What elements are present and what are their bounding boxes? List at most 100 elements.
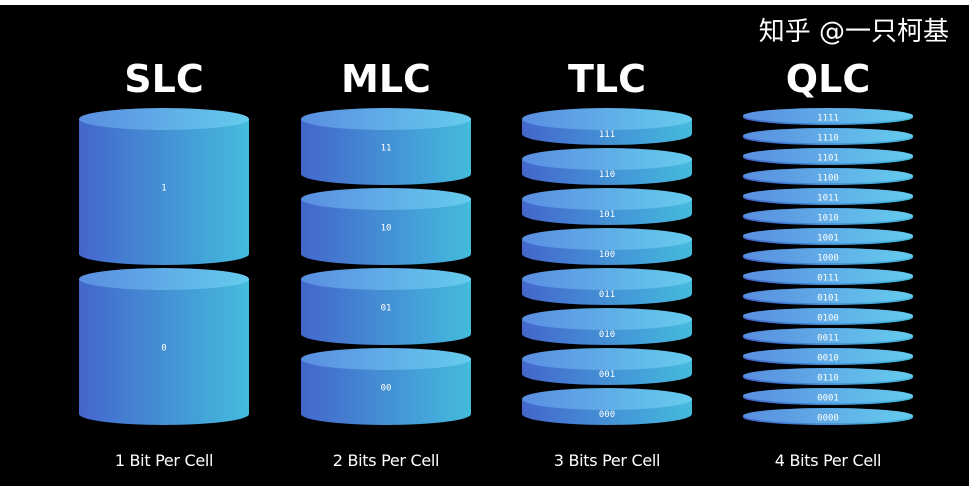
cell-state-label: 1 bbox=[161, 184, 166, 194]
cell-top bbox=[743, 348, 913, 364]
cell: 0 bbox=[79, 268, 249, 425]
cell: 0000 bbox=[743, 408, 913, 425]
cell-bottom bbox=[79, 243, 249, 265]
cell-state-label: 1110 bbox=[817, 133, 839, 143]
cell-state-label: 1001 bbox=[817, 233, 839, 243]
cell-state-label: 1100 bbox=[817, 173, 839, 183]
cell-top bbox=[743, 228, 913, 244]
cell-top bbox=[743, 408, 913, 424]
cell-state-label: 0010 bbox=[817, 353, 839, 363]
cell-state-label: 01 bbox=[381, 304, 392, 314]
watermark: 知乎 @一只柯基 bbox=[758, 17, 949, 47]
cell-bottom bbox=[301, 243, 471, 265]
cell-bottom bbox=[301, 323, 471, 345]
cell: 1011 bbox=[743, 188, 913, 206]
cell: 0100 bbox=[743, 308, 913, 325]
cell-bottom bbox=[301, 403, 471, 425]
cell: 001 bbox=[522, 348, 692, 385]
cell-bottom bbox=[79, 403, 249, 425]
cell-stacks: 0100011011000001010011100101110111000000… bbox=[79, 108, 913, 425]
caption-qlc: 4 Bits Per Cell bbox=[774, 451, 882, 470]
cell-top bbox=[522, 388, 692, 410]
cell-state-label: 0000 bbox=[817, 413, 839, 423]
cell-state-label: 1011 bbox=[817, 193, 839, 203]
cell-top bbox=[743, 368, 913, 384]
cell: 1 bbox=[79, 108, 249, 265]
cell-state-label: 000 bbox=[599, 410, 615, 420]
cell-top bbox=[743, 248, 913, 264]
caption-tlc: 3 Bits Per Cell bbox=[553, 451, 661, 470]
cell-top bbox=[522, 268, 692, 290]
cell-state-label: 001 bbox=[599, 370, 615, 380]
cell-state-label: 0111 bbox=[817, 273, 839, 283]
cell: 0101 bbox=[743, 288, 913, 305]
cell-top bbox=[79, 268, 249, 290]
title-mlc: MLC bbox=[341, 57, 431, 101]
cell-top bbox=[743, 188, 913, 204]
cell-state-label: 011 bbox=[599, 290, 615, 300]
cell: 010 bbox=[522, 308, 692, 345]
cell: 0010 bbox=[743, 348, 913, 365]
cell-state-label: 1111 bbox=[817, 113, 839, 123]
cell-state-label: 11 bbox=[381, 144, 392, 154]
cell: 101 bbox=[522, 188, 692, 225]
cell: 1000 bbox=[743, 248, 913, 265]
cell: 11 bbox=[301, 108, 471, 185]
cell-top bbox=[743, 388, 913, 404]
cell-top bbox=[743, 208, 913, 224]
stack-slc: 01 bbox=[79, 108, 249, 425]
cell-top bbox=[743, 268, 913, 284]
cell-body bbox=[79, 279, 249, 414]
title-slc: SLC bbox=[124, 57, 204, 101]
cell-top bbox=[301, 188, 471, 210]
cell: 1110 bbox=[743, 127, 913, 145]
cell-top bbox=[743, 127, 913, 144]
cell: 1010 bbox=[743, 208, 913, 226]
cell-state-label: 00 bbox=[381, 384, 392, 394]
cell-state-label: 10 bbox=[381, 224, 392, 234]
cell-state-label: 100 bbox=[599, 250, 615, 260]
cell-state-label: 0 bbox=[161, 344, 166, 354]
cell-top bbox=[522, 228, 692, 250]
cell: 10 bbox=[301, 188, 471, 265]
cell-top bbox=[79, 108, 249, 130]
cell-bottom bbox=[301, 163, 471, 185]
cell: 110 bbox=[522, 148, 692, 185]
cell-state-label: 0110 bbox=[817, 373, 839, 383]
cell-state-label: 110 bbox=[599, 170, 615, 180]
title-tlc: TLC bbox=[567, 57, 647, 101]
cell: 01 bbox=[301, 268, 471, 345]
cell-state-label: 111 bbox=[599, 130, 615, 140]
cell-top bbox=[743, 308, 913, 324]
cell-top bbox=[301, 348, 471, 370]
stack-qlc: 0000 0001 0110 0010 0011 0100 0101 0111 1000 1001… bbox=[743, 108, 913, 425]
cell-top bbox=[301, 268, 471, 290]
cell: 100 bbox=[522, 228, 692, 265]
cell-state-label: 0100 bbox=[817, 313, 839, 323]
stack-mlc: 00 01 10 11 bbox=[301, 108, 471, 425]
cell-state-label: 0001 bbox=[817, 393, 839, 403]
cell-top bbox=[301, 108, 471, 130]
cell: 1111 bbox=[743, 108, 913, 125]
cell-top bbox=[522, 188, 692, 210]
cell-top bbox=[743, 328, 913, 344]
cell: 1101 bbox=[743, 148, 913, 166]
cell-body bbox=[79, 119, 249, 254]
cell-top bbox=[522, 348, 692, 370]
cell: 0110 bbox=[743, 368, 913, 385]
cell: 00 bbox=[301, 348, 471, 425]
cell: 0011 bbox=[743, 328, 913, 345]
cell: 000 bbox=[522, 388, 692, 425]
cell-state-label: 1101 bbox=[817, 153, 839, 163]
cell-state-label: 0101 bbox=[817, 293, 839, 303]
cell-state-label: 1000 bbox=[817, 253, 839, 263]
cell: 111 bbox=[522, 108, 692, 145]
cell-state-label: 101 bbox=[599, 210, 615, 220]
cell: 0111 bbox=[743, 268, 913, 285]
caption-mlc: 2 Bits Per Cell bbox=[332, 451, 440, 470]
cell-state-label: 010 bbox=[599, 330, 615, 340]
cell-top bbox=[522, 308, 692, 330]
cell-top bbox=[522, 108, 692, 130]
cell-state-label: 0011 bbox=[817, 333, 839, 343]
